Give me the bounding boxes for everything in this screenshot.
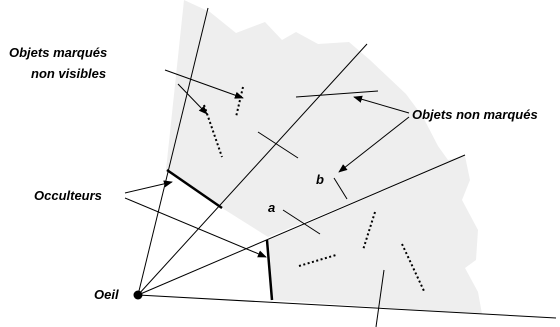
- eye-point: [133, 290, 143, 300]
- lower-occluder: [265, 239, 274, 301]
- upper-shadow-region: [166, 0, 465, 237]
- unmarked-objects: [257, 90, 385, 327]
- arrow-marked-2: [177, 83, 208, 115]
- label-unmarked-objects: Objets non marqués: [412, 107, 538, 122]
- ray-bottom-boundary: [137, 294, 557, 319]
- label-marked-hidden-line1: Objets marqués: [9, 45, 107, 60]
- unmarked-object-bottom: [375, 269, 385, 327]
- arrow-unmarked-1: [353, 95, 410, 114]
- label-object-b: b: [316, 172, 324, 187]
- ray-upper-occluder: [137, 43, 368, 296]
- unmarked-object-top: [295, 90, 379, 98]
- hidden-object-5: [298, 254, 337, 267]
- unmarked-object-a: [282, 209, 321, 235]
- arrow-marked-1: [164, 69, 244, 99]
- label-eye: Oeil: [94, 287, 119, 302]
- arrow-occluder-2: [124, 197, 267, 258]
- view-rays: [137, 7, 557, 319]
- pointer-arrows: [124, 69, 410, 258]
- hidden-object-3: [362, 211, 376, 251]
- label-occluders: Occulteurs: [34, 188, 102, 203]
- label-object-a: a: [268, 200, 275, 215]
- ray-lower-occluder: [137, 154, 466, 296]
- unmarked-object-b: [333, 177, 348, 200]
- arrow-occluder-1: [124, 180, 173, 194]
- label-marked-hidden-line2: non visibles: [31, 66, 106, 81]
- lower-shadow-region: [269, 156, 482, 314]
- unmarked-object-mid: [257, 131, 299, 159]
- arrow-unmarked-2: [338, 116, 410, 173]
- ray-left-boundary: [137, 7, 209, 296]
- upper-occluder: [166, 168, 223, 210]
